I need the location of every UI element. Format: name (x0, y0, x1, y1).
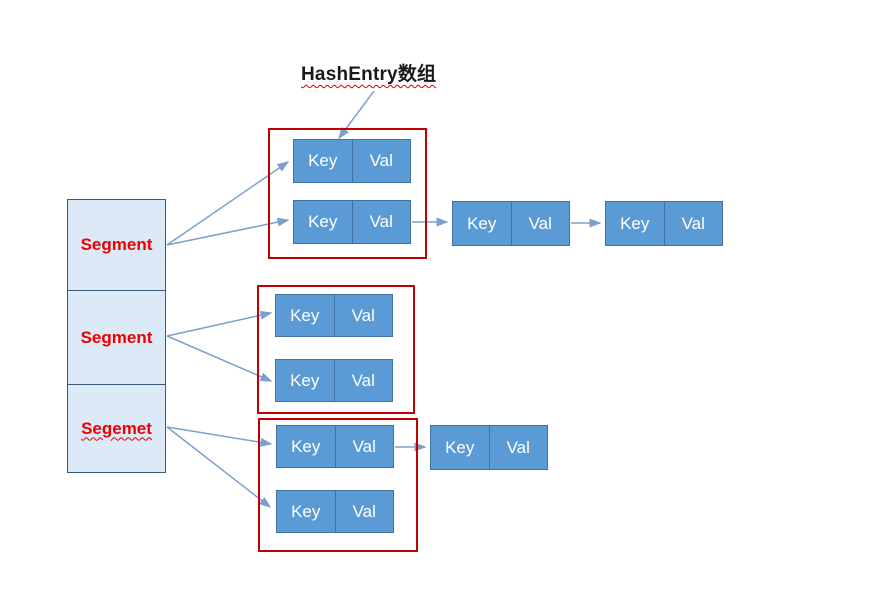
key-label: Key (620, 213, 650, 233)
key-cell: Key (606, 202, 665, 245)
val-label: Val (352, 436, 376, 456)
val-label: Val (369, 151, 393, 170)
arrow-seg2-to-node-f (166, 335, 273, 382)
val-cell: Val (665, 202, 723, 245)
key-label: Key (291, 436, 321, 456)
val-cell: Val (512, 202, 570, 245)
key-label: Key (445, 437, 475, 457)
key-label: Key (291, 501, 321, 521)
segment-cell-1: Segment (68, 290, 165, 385)
hashentry-node-chain3-1: Key Val (430, 425, 548, 470)
key-label: Key (290, 370, 320, 390)
val-cell: Val (336, 426, 394, 467)
val-label: Val (681, 213, 705, 233)
hashentry-node-seg2-0: Key Val (275, 294, 393, 337)
key-cell: Key (276, 295, 335, 336)
key-label: Key (467, 213, 497, 233)
key-cell: Key (453, 202, 512, 245)
val-cell: Val (335, 295, 393, 336)
key-cell: Key (294, 201, 353, 243)
key-cell: Key (431, 426, 490, 469)
val-label: Val (352, 501, 376, 521)
arrow-seg1-to-node-a (166, 161, 290, 246)
key-cell: Key (277, 426, 336, 467)
diagram-title: HashEntry数组 (301, 64, 437, 85)
arrow-seg3-to-node-h (166, 426, 272, 508)
val-cell: Val (490, 426, 548, 469)
hashentry-node-seg1-0: Key Val (293, 139, 411, 183)
hashentry-node-seg2-1: Key Val (275, 359, 393, 402)
val-cell: Val (336, 491, 394, 532)
hashentry-group-2 (257, 285, 415, 414)
val-label: Val (506, 437, 530, 457)
arrow-seg3-to-node-g (166, 426, 273, 447)
key-cell: Key (294, 140, 353, 182)
val-label: Val (351, 370, 375, 390)
segment-label-1: Segment (80, 327, 153, 347)
segment-array: Segment Segment Segemet (67, 199, 166, 473)
val-cell: Val (335, 360, 393, 401)
val-cell: Val (353, 140, 411, 182)
key-cell: Key (277, 491, 336, 532)
segment-cell-0: Segment (68, 200, 165, 290)
arrow-seg2-to-node-e (166, 310, 273, 337)
hashentry-node-chain1-1: Key Val (452, 201, 570, 246)
segment-label-0: Segment (80, 235, 153, 254)
key-cell: Key (276, 360, 335, 401)
val-label: Val (369, 212, 393, 231)
segment-label-2: Segemet (81, 418, 152, 438)
val-cell: Val (353, 201, 411, 243)
key-label: Key (308, 212, 338, 231)
arrow-title-to-node (338, 90, 375, 140)
hashentry-group-3 (258, 418, 418, 552)
hashentry-node-chain1-2: Key Val (605, 201, 723, 246)
key-label: Key (290, 305, 320, 325)
val-label: Val (351, 305, 375, 325)
key-label: Key (308, 151, 338, 170)
segment-cell-2: Segemet (68, 385, 165, 472)
val-label: Val (528, 213, 552, 233)
arrow-seg1-to-node-b (166, 217, 290, 246)
hashentry-node-seg1-1: Key Val (293, 200, 411, 244)
hashentry-node-seg3-1: Key Val (276, 490, 394, 533)
hashentry-node-seg3-0: Key Val (276, 425, 394, 468)
